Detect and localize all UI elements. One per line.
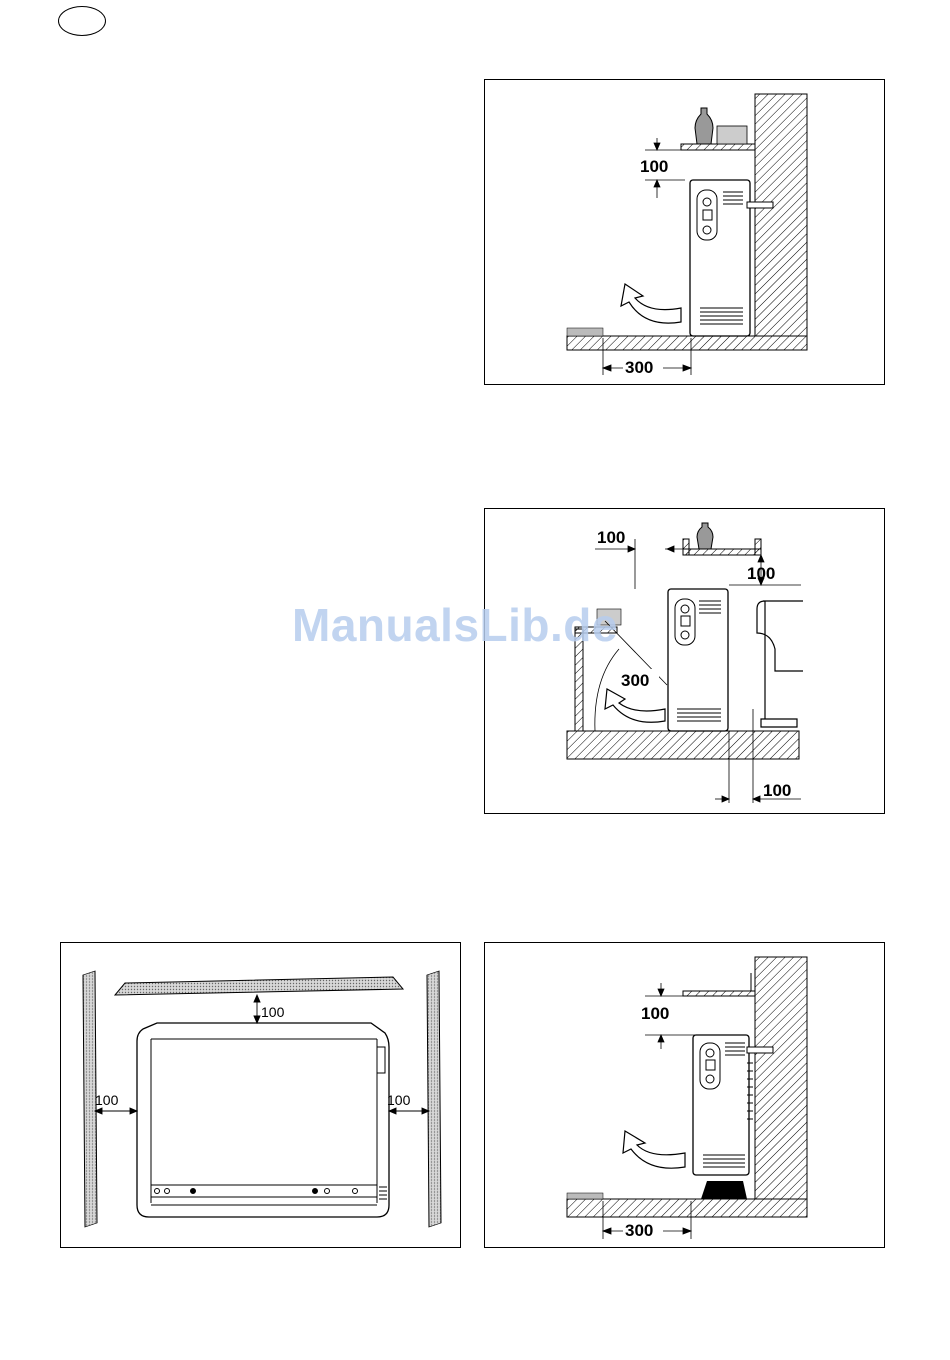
dimension-100-left-lines	[95, 1108, 137, 1114]
floor	[567, 731, 799, 759]
airflow-arrow	[621, 284, 681, 323]
vase	[697, 523, 713, 549]
dimension-label: 100	[641, 1004, 669, 1023]
dimension-label: 300	[621, 671, 649, 690]
dimension-label: 100	[640, 157, 668, 176]
dimension-label: 100	[597, 528, 625, 547]
language-marker-oval	[58, 6, 106, 36]
shelf-bracket	[755, 539, 761, 555]
figure-clearance-side-walls: 300 100 100 100	[484, 508, 885, 814]
shelf	[681, 144, 755, 150]
figure-clearance-wall-shelf: 100 300	[484, 79, 885, 385]
dimension-label: 100	[387, 1092, 411, 1108]
top-shelf	[115, 977, 403, 995]
shelf	[683, 549, 761, 555]
heater-control-panel	[675, 599, 695, 645]
figure-clearance-wall-mounted: 100 300	[484, 942, 885, 1248]
heater-stand	[701, 1181, 747, 1199]
dimension-100-top-lines	[254, 995, 260, 1023]
figure-clearance-side-walls-drawing: 300 100 100 100	[485, 509, 886, 815]
dimension-label: 300	[625, 358, 653, 377]
dimension-label: 100	[261, 1004, 285, 1020]
figure-clearance-front-view: 100 100 100	[60, 942, 461, 1248]
dimension-label: 100	[747, 564, 775, 583]
flue-pipe	[747, 202, 773, 208]
dimension-label: 100	[763, 781, 791, 800]
flue-pipe	[747, 1047, 773, 1053]
figure-clearance-front-view-drawing: 100 100 100	[61, 943, 462, 1249]
watermark: ManualsLib.de	[292, 598, 618, 652]
books	[717, 126, 747, 144]
vase	[695, 108, 713, 144]
wall	[755, 957, 807, 1199]
shelf-bracket	[683, 539, 689, 555]
figure-clearance-wall-mounted-drawing: 100 300	[485, 943, 886, 1249]
heater-side-switch	[377, 1047, 385, 1073]
carpet	[567, 1193, 603, 1199]
heater-control-panel	[700, 1043, 720, 1089]
heater-body	[137, 1023, 389, 1217]
dimension-100-right-lines	[389, 1108, 429, 1114]
right-wall	[427, 971, 441, 1227]
sofa	[757, 601, 803, 727]
airflow-arrow	[605, 689, 665, 722]
figure-clearance-wall-shelf-drawing: 100 300	[485, 80, 886, 386]
airflow-arrow	[623, 1131, 685, 1168]
carpet	[567, 328, 603, 336]
shelf	[683, 991, 755, 996]
wall	[755, 94, 807, 336]
dimension-label: 300	[625, 1221, 653, 1240]
dimension-label: 100	[95, 1092, 119, 1108]
